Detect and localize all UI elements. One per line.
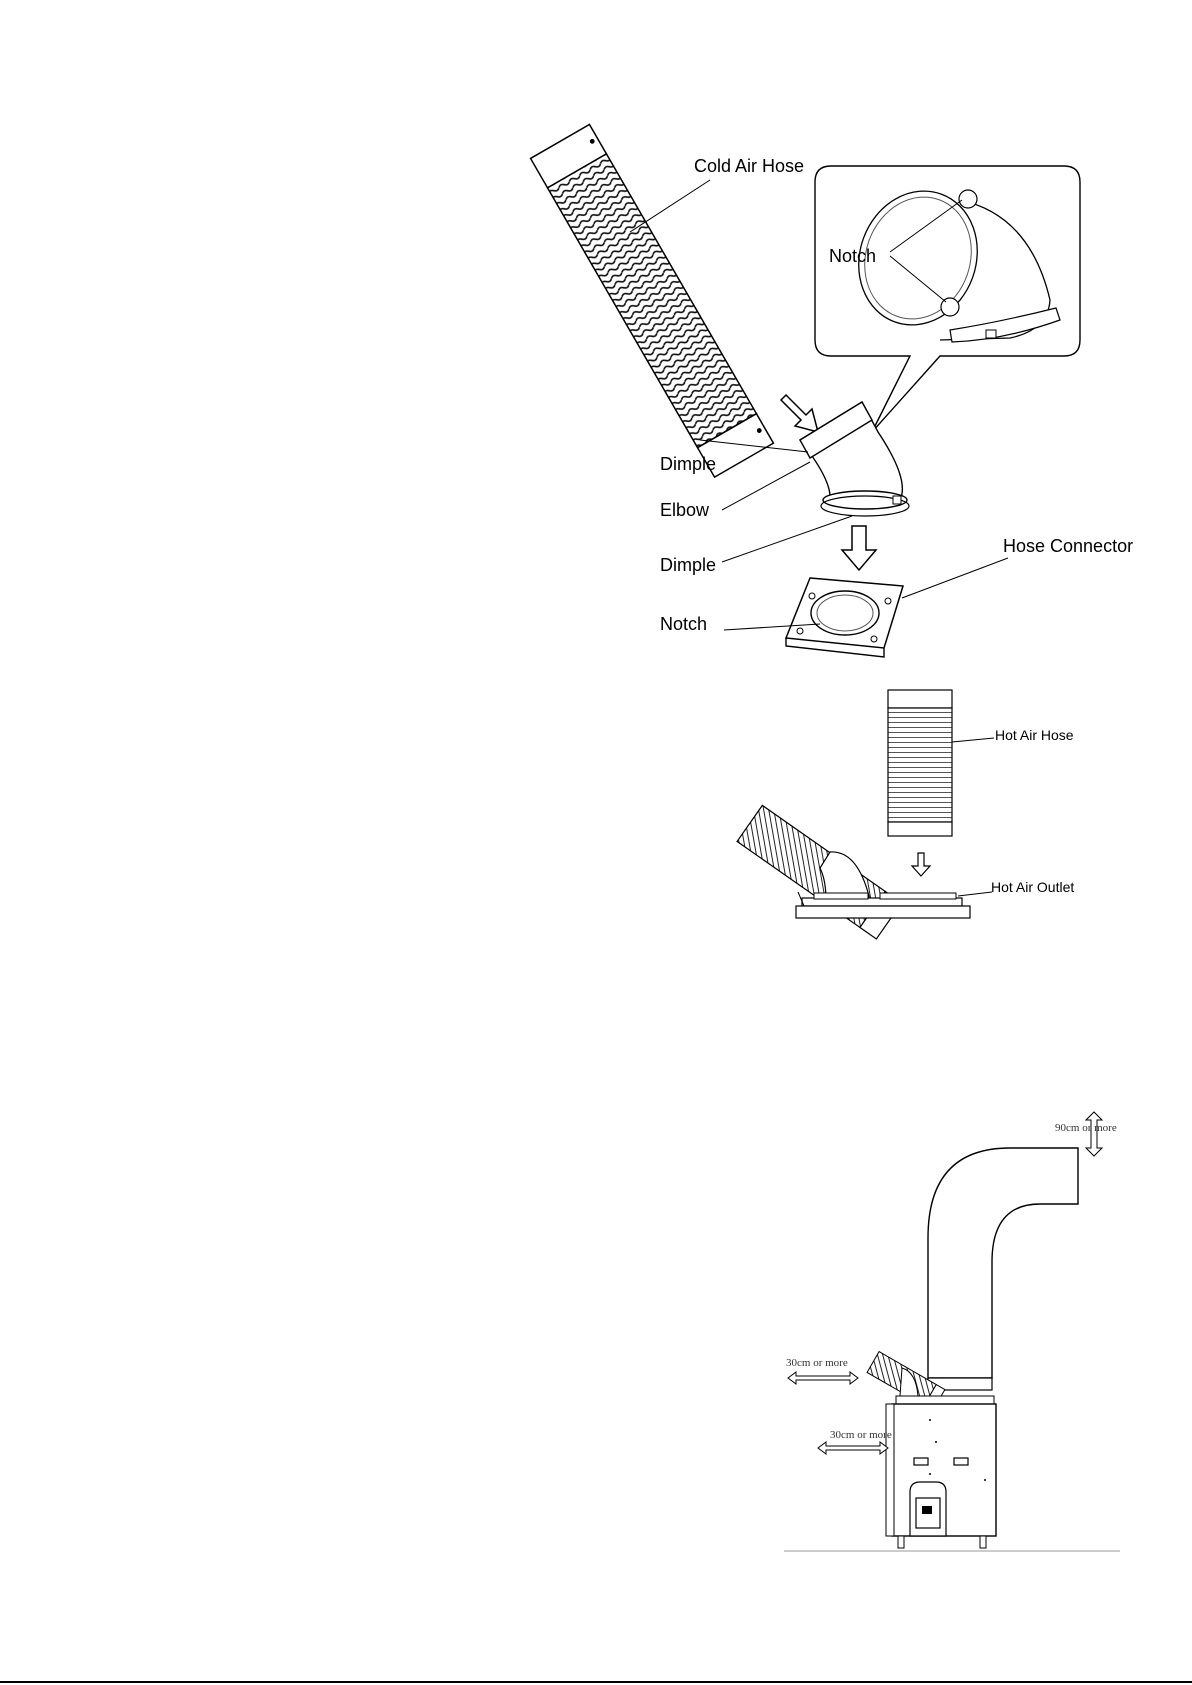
hot-air-hose-arrow	[912, 853, 930, 876]
notch-bottom-label: Notch	[660, 614, 707, 634]
hot-air-hose-leader	[952, 738, 994, 742]
hot-air-hose-diagram: Hot Air Hose Hot Air Outlet	[737, 690, 1074, 939]
hot-air-duct-illustration	[928, 1148, 1078, 1378]
dimple-bottom-leader	[722, 516, 852, 562]
hose-clearance-label: 30cm or more	[786, 1357, 848, 1369]
hose-connector-label: Hose Connector	[1003, 536, 1133, 556]
hot-air-outlet-leader	[958, 892, 992, 896]
cold-air-hose-assembly-diagram: Cold Air Hose Notch	[531, 124, 1134, 657]
cold-air-hose-label: Cold Air Hose	[694, 156, 804, 176]
notch-detail-label: Notch	[829, 246, 876, 266]
notch-detail-callout: Notch	[815, 166, 1080, 432]
cooler-unit-illustration	[886, 1396, 996, 1548]
hose-clearance-arrow	[788, 1372, 858, 1384]
elbow-leader	[722, 462, 810, 510]
hot-air-hose-label: Hot Air Hose	[995, 727, 1074, 743]
dimple-bottom-label: Dimple	[660, 555, 716, 575]
hose-connector-illustration	[786, 578, 903, 657]
base-plate-illustration	[796, 892, 970, 918]
cold-air-hose-leader	[630, 180, 710, 232]
page-bottom-rule	[0, 1681, 1192, 1683]
side-clearance-arrow	[818, 1442, 888, 1454]
hot-air-hose-illustration	[888, 690, 952, 836]
top-clearance-label: 90cm or more	[1055, 1122, 1117, 1134]
elbow-illustration	[800, 402, 909, 516]
clearance-diagram: 90cm or more 30cm or more	[784, 1112, 1120, 1551]
elbow-label: Elbow	[660, 500, 710, 520]
dimple-top-label: Dimple	[660, 454, 716, 474]
hot-air-outlet-label: Hot Air Outlet	[991, 879, 1074, 895]
top-clearance-arrow	[1086, 1112, 1102, 1156]
cold-air-hose-illustration	[531, 124, 774, 477]
hose-connector-leader	[902, 558, 1008, 598]
side-clearance-label: 30cm or more	[830, 1429, 892, 1441]
insert-arrow-down	[842, 526, 876, 570]
insert-arrow-diagonal	[781, 395, 818, 432]
small-cold-air-hose-illustration	[737, 805, 901, 939]
